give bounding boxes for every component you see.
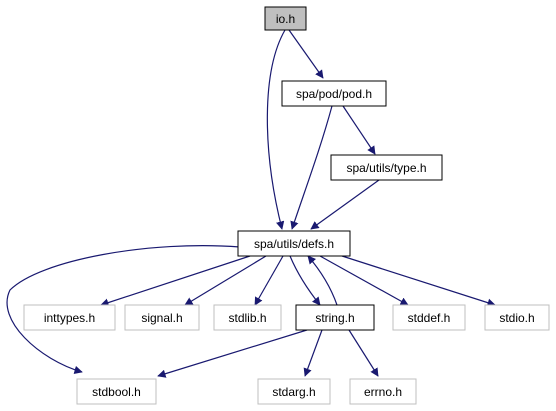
node-label: spa/utils/type.h [346,161,426,175]
node-io-h[interactable]: io.h [264,6,307,31]
edge-string-to-stdarg [303,329,323,377]
edge-type-to-defs [310,179,380,230]
node-stddef-h[interactable]: stddef.h [392,304,466,331]
node-label: inttypes.h [44,311,95,325]
node-stdbool-h[interactable]: stdbool.h [76,378,157,405]
edge-defs-to-stdio [341,255,496,307]
nodes: io.h spa/pod/pod.h spa/utils/type.h spa/… [23,6,550,405]
edge-pod-to-defs [290,105,333,230]
edges [6,29,496,378]
node-label: stdbool.h [92,385,141,399]
edge-defs-to-stdlib [254,255,284,306]
node-label: spa/utils/defs.h [254,237,334,251]
node-signal-h[interactable]: signal.h [124,304,200,331]
node-pod-h[interactable]: spa/pod/pod.h [281,80,387,107]
node-label: string.h [315,311,354,325]
node-label: signal.h [141,311,182,325]
node-stdio-h[interactable]: stdio.h [484,304,550,331]
edge-string-to-errno [348,329,379,377]
edge-defs-to-stddef [319,255,409,306]
edge-io-to-defs [266,29,286,230]
node-defs-h[interactable]: spa/utils/defs.h [237,230,351,257]
node-label: stdio.h [499,311,534,325]
node-label: stddef.h [408,311,451,325]
edge-string-to-stdbool [157,329,308,378]
edge-io-to-pod [288,29,324,79]
node-type-h[interactable]: spa/utils/type.h [330,154,443,181]
node-stdarg-h[interactable]: stdarg.h [257,378,331,405]
edge-defs-to-signal [184,255,267,306]
edge-defs-to-inttypes [100,255,251,307]
node-stdlib-h[interactable]: stdlib.h [213,304,282,331]
edge-defs-to-string [289,255,321,306]
node-label: errno.h [364,385,402,399]
node-label: spa/pod/pod.h [296,87,372,101]
node-label: io.h [276,12,295,26]
node-errno-h[interactable]: errno.h [349,378,417,405]
node-string-h[interactable]: string.h [295,304,375,331]
edge-pod-to-type [342,105,376,155]
edge-string-to-defs [307,255,338,306]
edge-defs-to-stdbool [6,245,241,374]
node-label: stdarg.h [272,385,315,399]
node-label: stdlib.h [228,311,266,325]
node-inttypes-h[interactable]: inttypes.h [23,304,116,331]
